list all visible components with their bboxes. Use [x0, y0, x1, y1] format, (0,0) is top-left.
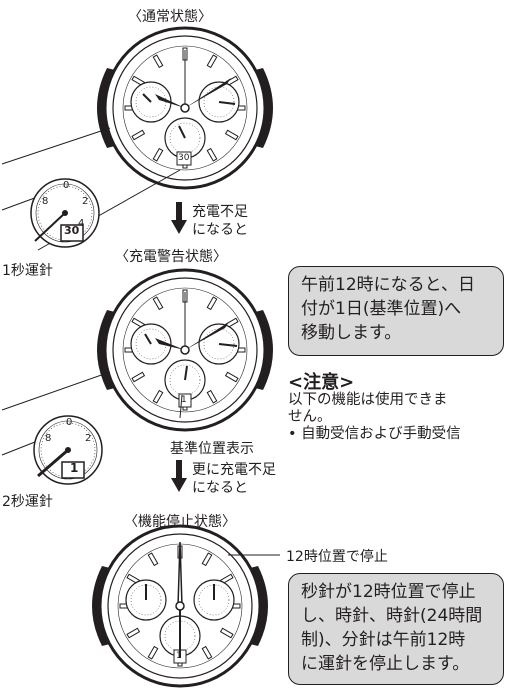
watch1-date: 30 [178, 153, 190, 163]
stop-at-12-label: 12時位置で停止 [286, 549, 388, 565]
arrow2-line1: 更に充電不足 [192, 462, 276, 478]
warning-state-title: 〈充電警告状態〉 [115, 249, 227, 265]
stopped-state-title: 〈機能停止状態〉 [124, 514, 236, 530]
note-bottom-line2: し、時針、時針(24時間 [301, 606, 483, 626]
arrow1-label: 充電不足 になると [192, 203, 248, 239]
dial1-label-2: 2 [82, 196, 89, 207]
watch-normal [95, 26, 275, 190]
dial1-label-4: 4 [78, 218, 85, 229]
down-arrow-2 [171, 460, 187, 492]
caution-line2: せん。 [288, 409, 332, 425]
normal-state-title: 〈通常状態〉 [128, 9, 212, 25]
seconds-dial-1 [30, 178, 100, 248]
watch2-date: 1 [181, 395, 187, 405]
two-second-label: 2秒運針 [2, 494, 53, 510]
note-bottom-line4: に運針を停止します。 [301, 654, 470, 674]
dial2-label-0: 0 [66, 417, 73, 428]
caution-body: 以下の機能は使用できま せん。 • 自動受信および手動受信 [288, 392, 461, 443]
one-second-label: 1秒運針 [2, 263, 53, 279]
dial2-label-2: 2 [85, 433, 92, 444]
note-stop-explanation: 秒針が12時位置で停止 し、時針、時針(24時間 制)、分針は午前12時 に運針… [288, 573, 504, 685]
note-top-line2: 付が1日(基準位置)へ [301, 299, 462, 319]
note-date-reset: 午前12時になると、日 付が1日(基準位置)へ 移動します。 [288, 266, 504, 356]
watch-warning [95, 268, 275, 432]
arrow2-line2: になると [192, 480, 248, 496]
down-arrow-1 [171, 202, 187, 234]
note-top-line3: 移動します。 [301, 323, 402, 343]
note-bottom-line3: 制)、分針は午前12時 [301, 630, 466, 650]
caution-heading: <注意> [288, 372, 355, 393]
arrow1-line1: 充電不足 [192, 204, 248, 220]
dial2-date: 1 [70, 461, 79, 475]
watch3-date: 1 [176, 651, 182, 661]
reference-display-label: 基準位置表示 [170, 441, 254, 457]
dial1-date: 30 [64, 224, 80, 237]
caution-line1: 以下の機能は使用できま [288, 392, 448, 408]
note-bottom-line1: 秒針が12時位置で停止 [301, 582, 476, 602]
watch-stopped [90, 524, 270, 688]
caution-line3: • 自動受信および手動受信 [288, 426, 461, 442]
arrow1-line2: になると [192, 222, 248, 238]
note-top-line1: 午前12時になると、日 [301, 275, 475, 295]
arrow2-label: 更に充電不足 になると [192, 461, 276, 497]
dial2-label-8: 8 [45, 433, 52, 444]
dial1-label-0: 0 [63, 180, 70, 191]
seconds-dial-2 [33, 415, 103, 485]
dial1-label-8: 8 [42, 196, 49, 207]
